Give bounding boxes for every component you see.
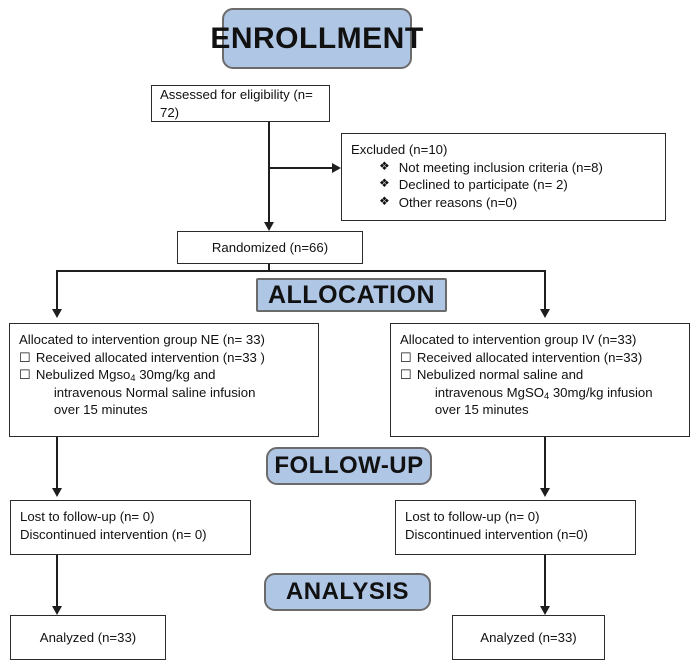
regimen-subscript: 4 <box>544 390 550 401</box>
node-randomized: Randomized (n=66) <box>177 231 363 264</box>
node-excluded: Excluded (n=10) ❖ Not meeting inclusion … <box>341 133 666 221</box>
stage-header-allocation: ALLOCATION <box>256 278 447 312</box>
node-allocated-right: Allocated to intervention group IV (n=33… <box>390 323 690 437</box>
stage-header-enrollment: ENROLLMENT <box>210 8 423 69</box>
arrowhead-left-analysis <box>51 606 62 615</box>
followup-right-lost-label: Lost to follow-up (n= 0) <box>405 509 540 524</box>
regimen-dose: 30mg/kg and <box>135 367 216 383</box>
connector-left-followup-to-analysis <box>56 555 58 608</box>
list-item: ❖ Declined to participate (n= 2) <box>379 176 656 194</box>
square-bullet-icon: ☐ <box>19 367 31 383</box>
regimen-subscript: 4 <box>130 373 136 384</box>
arrowhead-allocation-left <box>51 309 62 318</box>
arrowhead-right-followup <box>539 488 550 497</box>
connector-allocation-right-drop <box>544 270 546 312</box>
arrowhead-to-randomized <box>263 222 274 231</box>
node-assessed-for-eligibility: Assessed for eligibility (n= 72) <box>151 85 330 122</box>
excluded-reason-label: Declined to participate (n= 2) <box>398 177 568 193</box>
excluded-reason-label: Not meeting inclusion criteria (n=8) <box>398 159 603 175</box>
excluded-reason-list: ❖ Not meeting inclusion criteria (n=8) ❖… <box>351 159 656 212</box>
connector-right-followup-to-analysis <box>544 555 546 608</box>
node-analyzed-right: Analyzed (n=33) <box>452 615 605 660</box>
allocated-right-list: ☐ Received allocated intervention (n=33)… <box>400 349 680 419</box>
connector-to-excluded <box>268 167 334 169</box>
square-bullet-icon: ☐ <box>400 349 412 365</box>
connector-randomized-stem <box>268 264 270 272</box>
excluded-reason-label: Other reasons (n=0) <box>398 194 518 210</box>
arrowhead-left-followup <box>51 488 62 497</box>
list-item: ☐ Received allocated intervention (n=33 … <box>19 349 309 367</box>
list-item: ☐ Nebulized normal saline and intravenou… <box>400 366 680 419</box>
allocated-left-received-label: Received allocated intervention (n=33 ) <box>35 349 265 365</box>
allocated-left-list: ☐ Received allocated intervention (n=33 … <box>19 349 309 419</box>
regimen-line-3: over 15 minutes <box>53 402 148 418</box>
arrowhead-right-analysis <box>539 606 550 615</box>
regimen-dose: 30mg/kg infusion <box>549 384 653 400</box>
excluded-title: Excluded (n=10) <box>351 142 448 157</box>
allocated-left-regimen: Nebulized Mgso4 30mg/kg and intravenous … <box>36 366 309 419</box>
list-item: ❖ Other reasons (n=0) <box>379 194 656 212</box>
node-allocated-left: Allocated to intervention group NE (n= 3… <box>9 323 319 437</box>
assessed-label: Assessed for eligibility (n= 72) <box>160 86 313 120</box>
followup-left-lost-label: Lost to follow-up (n= 0) <box>20 509 155 524</box>
regimen-line-1: Nebulized normal saline and <box>416 367 584 383</box>
stage-header-followup: FOLLOW-UP <box>266 447 432 485</box>
regimen-line-2: intravenous MgSO4 30mg/kg infusion <box>417 384 680 402</box>
analyzed-left-label: Analyzed (n=33) <box>39 629 137 645</box>
followup-right-discontinued-label: Discontinued intervention (n=0) <box>405 526 588 542</box>
followup-left-discontinued-label: Discontinued intervention (n= 0) <box>20 526 207 542</box>
stage-header-analysis: ANALYSIS <box>264 573 431 611</box>
node-analyzed-left: Analyzed (n=33) <box>10 615 166 660</box>
node-followup-left: Lost to follow-up (n= 0) Discontinued in… <box>10 500 251 555</box>
allocated-right-received-label: Received allocated intervention (n=33) <box>416 349 643 365</box>
regimen-line-3: over 15 minutes <box>434 402 529 418</box>
regimen-line-2: intravenous Normal saline infusion <box>53 384 256 400</box>
regimen-drug-name: Nebulized Mgso <box>35 367 131 383</box>
diamond-bullet-icon: ❖ <box>379 193 390 208</box>
analyzed-right-label: Analyzed (n=33) <box>480 629 577 645</box>
arrowhead-allocation-right <box>539 309 550 318</box>
allocated-left-title: Allocated to intervention group NE (n= 3… <box>19 332 265 347</box>
allocated-right-title: Allocated to intervention group IV (n=33… <box>400 332 637 347</box>
regimen-line-1: Nebulized Mgso4 30mg/kg and <box>35 367 216 384</box>
list-item: ☐ Nebulized Mgso4 30mg/kg and intravenou… <box>19 366 309 419</box>
connector-right-alloc-to-followup <box>544 437 546 490</box>
connector-allocation-split-bar <box>56 270 546 272</box>
diamond-bullet-icon: ❖ <box>379 176 390 191</box>
arrowhead-to-excluded <box>332 162 341 173</box>
randomized-label: Randomized (n=66) <box>211 239 329 255</box>
allocated-right-regimen: Nebulized normal saline and intravenous … <box>417 366 680 419</box>
diamond-bullet-icon: ❖ <box>379 158 390 173</box>
list-item: ☐ Received allocated intervention (n=33) <box>400 349 680 367</box>
node-followup-right: Lost to follow-up (n= 0) Discontinued in… <box>395 500 636 555</box>
connector-allocation-left-drop <box>56 270 58 312</box>
regimen-drug-name: intravenous MgSO <box>434 384 545 400</box>
list-item: ❖ Not meeting inclusion criteria (n=8) <box>379 159 656 177</box>
connector-assessed-to-randomized <box>268 122 270 225</box>
square-bullet-icon: ☐ <box>400 367 412 383</box>
square-bullet-icon: ☐ <box>19 349 31 365</box>
connector-left-alloc-to-followup <box>56 437 58 490</box>
